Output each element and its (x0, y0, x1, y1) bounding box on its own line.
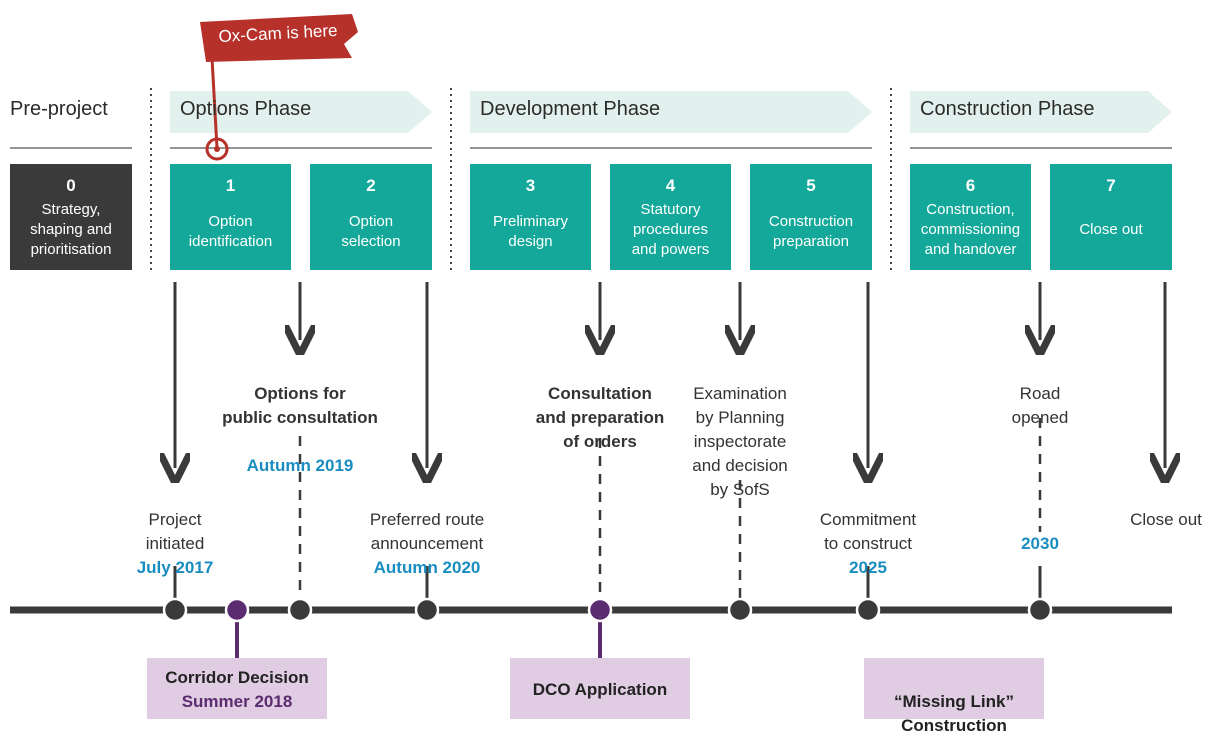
milestone-missing-link: “Missing Link” Construction (864, 658, 1044, 735)
milestone-node (587, 597, 613, 623)
options-phase-band (170, 91, 432, 133)
step-label: Strategy, shaping and prioritisation (30, 201, 112, 258)
step-number: 6 (965, 176, 976, 195)
timeline-node (414, 597, 440, 623)
step-box-4: 4 Statutory procedures and powers (610, 164, 731, 270)
step-label: Construction, commissioning and handover (920, 201, 1021, 258)
step-number: 5 (806, 176, 816, 195)
step-label: Construction preparation (768, 213, 854, 250)
timeline-node (727, 597, 753, 623)
event-commitment: Commitment to construct 2025 (788, 484, 948, 604)
milestone-title: Corridor Decision (165, 668, 309, 687)
flag-banner (200, 14, 358, 62)
step-label: Close out (1079, 221, 1143, 238)
event-options-consultation: Options for public consultation Autumn 2… (190, 358, 410, 502)
event-date: Autumn 2019 (246, 456, 354, 475)
step-box-0: 0 Strategy, shaping and prioritisation (10, 164, 132, 270)
event-text: Project initiated (145, 510, 205, 553)
timeline-node (855, 597, 881, 623)
event-date: 2025 (849, 558, 887, 577)
timeline-node (1027, 597, 1053, 623)
event-text: Close out (1130, 510, 1202, 529)
event-text: Consultation and preparation of orders (535, 384, 665, 451)
event-text: Examination by Planning inspectorate and… (692, 384, 788, 499)
step-box-7: 7 Close out (1050, 164, 1172, 270)
step-label: Option identification (188, 213, 273, 250)
timeline-node (287, 597, 313, 623)
diagram-graphics (10, 14, 1224, 658)
milestone-sub: Summer 2018 (181, 692, 293, 711)
step-box-3: 3 Preliminary design (470, 164, 591, 270)
timeline-node (162, 597, 188, 623)
event-project-initiated: Project initiated July 2017 (95, 484, 255, 604)
phase-development: Development Phase (480, 98, 661, 120)
milestone-title: DCO Application (532, 680, 668, 699)
step-box-5: 5 Construction preparation (750, 164, 872, 270)
event-close-out: Close out (1110, 484, 1222, 532)
step-box-2: 2 Option selection (310, 164, 432, 270)
milestone-title: “Missing Link” Construction (894, 692, 1014, 735)
step-number: 7 (1106, 176, 1116, 195)
step-number: 3 (525, 176, 536, 195)
process-diagram: Ox-Cam is here Pre-project Options Phase… (10, 14, 1224, 735)
step-label: Preliminary design (492, 213, 568, 250)
step-label: Option selection (341, 213, 401, 250)
event-text: Preferred route announcement (369, 510, 485, 553)
step-label: Statutory procedures and powers (631, 201, 710, 258)
phase-pre-project: Pre-project (10, 98, 108, 120)
event-road-opened: Road opened (990, 358, 1090, 430)
event-road-opened-date: 2030 (1021, 534, 1059, 553)
milestone-node (224, 597, 250, 623)
step-number: 1 (225, 176, 236, 195)
step-box-6: 6 Construction, commissioning and handov… (910, 164, 1031, 270)
event-date: July 2017 (136, 558, 214, 577)
step-box-1: 1 Option identification (170, 164, 291, 270)
step-number: 2 (366, 176, 376, 195)
event-preferred-route: Preferred route announcement Autumn 2020 (340, 484, 514, 604)
phase-construction: Construction Phase (920, 98, 1095, 120)
event-text: Road opened (1011, 384, 1069, 427)
event-examination: Examination by Planning inspectorate and… (676, 358, 804, 502)
flag-marker-dot (214, 146, 220, 152)
step-number: 4 (665, 176, 676, 195)
phase-options: Options Phase (180, 98, 312, 120)
event-text: Options for public consultation (222, 384, 378, 427)
event-text: Commitment to construct (819, 510, 917, 553)
milestone-dco-application: DCO Application (510, 658, 690, 719)
flag-pole (210, 57, 219, 149)
construction-phase-band (910, 91, 1172, 133)
event-consultation-orders: Consultation and preparation of orders (510, 358, 690, 478)
milestone-corridor-decision: Corridor Decision Summer 2018 (147, 658, 327, 719)
step-number: 0 (66, 176, 76, 195)
event-date: Autumn 2020 (373, 558, 481, 577)
development-phase-band (470, 91, 872, 133)
flag-marker-icon (205, 137, 229, 161)
